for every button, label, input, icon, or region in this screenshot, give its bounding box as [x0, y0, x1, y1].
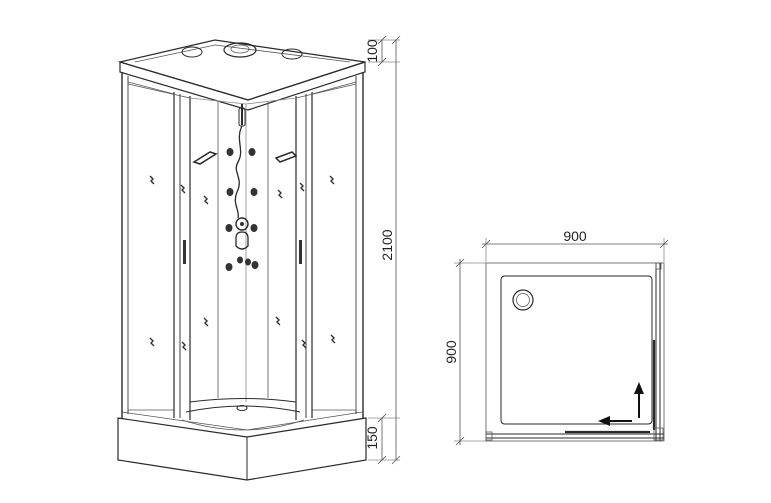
- drain: [236, 405, 248, 411]
- door-open-arrows: [598, 382, 644, 426]
- door-handles: [183, 240, 302, 264]
- jet-icon: [225, 263, 233, 271]
- jet-icon: [248, 148, 256, 156]
- jet-icon: [226, 188, 234, 196]
- mixer-valve-icon: [235, 231, 249, 250]
- shower-cabin-perspective: [117, 39, 367, 481]
- door-handle-left-icon: [183, 240, 186, 264]
- vertical-dimensions: 100 2100 150: [364, 35, 401, 465]
- left-glass-panel: [127, 81, 191, 420]
- back-wall: [189, 97, 297, 402]
- roof-shower-head: [223, 42, 257, 58]
- plan-sliding-doors: [485, 262, 664, 441]
- jet-icon: [250, 224, 258, 232]
- jet-icon: [245, 258, 251, 266]
- jet-icon: [226, 148, 234, 156]
- base-tray: [117, 411, 367, 481]
- right-glass-panel: [295, 81, 357, 420]
- shelf-right-icon: [274, 151, 298, 163]
- shelves: [192, 151, 298, 165]
- roof-panel: [117, 39, 366, 111]
- shower-column: [225, 104, 259, 271]
- inner-tray: [181, 398, 305, 431]
- plan-drain-icon: [512, 289, 534, 311]
- plan-width-label: 900: [563, 228, 587, 244]
- shelf-left-icon: [192, 151, 218, 165]
- jet-icon: [251, 261, 259, 269]
- shower-hose: [234, 125, 243, 219]
- plan-view: 900 900: [443, 228, 669, 446]
- jet-icon: [225, 224, 233, 232]
- total-height-label: 2100: [379, 229, 395, 260]
- roof-speaker-right: [281, 48, 303, 60]
- door-handle-right-icon: [299, 240, 302, 264]
- jet-icon: [250, 188, 258, 196]
- plan-tray-outline: [485, 262, 665, 442]
- jet-icon: [237, 256, 243, 264]
- roof-height-label: 100: [364, 39, 380, 63]
- roof-speaker-left: [181, 46, 203, 58]
- tray-height-label: 150: [364, 426, 380, 450]
- plan-basin: [500, 275, 653, 425]
- mixer-knob-icon: [235, 217, 249, 231]
- glass-reflection-marks: [149, 175, 336, 351]
- plan-depth-label: 900: [443, 340, 459, 364]
